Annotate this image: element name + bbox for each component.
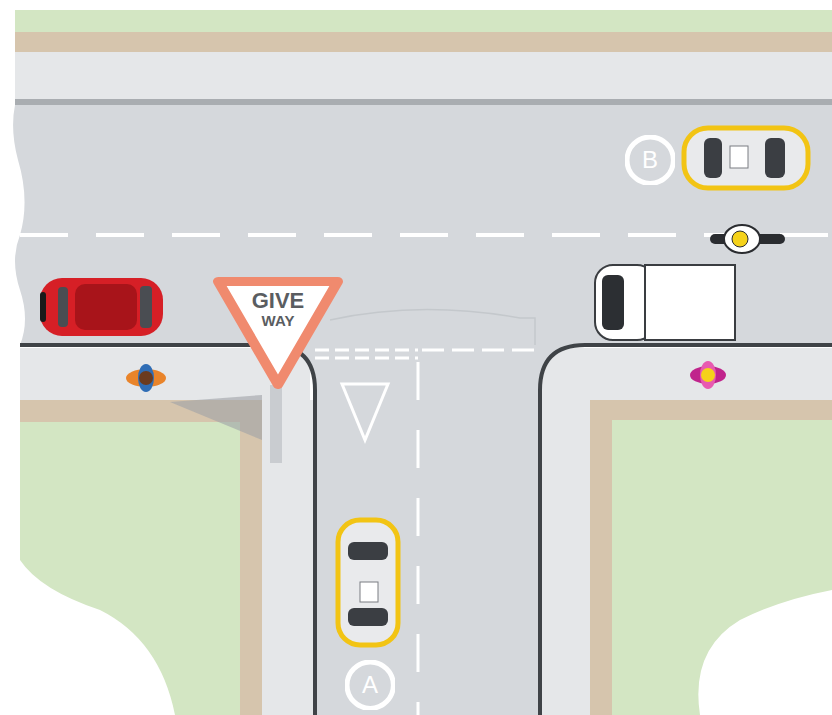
give-way-lines	[315, 350, 538, 715]
pedestrian	[126, 364, 166, 392]
grass	[20, 422, 240, 715]
verge	[240, 400, 262, 715]
kerb	[540, 345, 832, 715]
give-way-triangle-marking	[342, 384, 388, 440]
kerb	[20, 345, 315, 715]
sign-post	[270, 385, 282, 463]
pavement	[262, 400, 315, 715]
sign-text: GIVE	[213, 289, 343, 313]
pavement	[540, 380, 590, 715]
learner-car	[338, 520, 398, 645]
callout-letter: A	[345, 672, 395, 698]
node-text-group: B	[625, 135, 675, 173]
pedestrian	[690, 361, 726, 389]
ground	[20, 345, 300, 715]
verge	[590, 400, 612, 715]
give-way-sign: GIVEWAY	[213, 277, 343, 389]
verge	[590, 400, 832, 420]
main-road	[13, 105, 832, 345]
grass	[15, 10, 832, 32]
node-text-group: GIVEWAY	[213, 277, 343, 330]
turn-path	[330, 309, 535, 345]
callout-circle: B	[625, 135, 675, 185]
node-text-group: A	[345, 660, 395, 698]
callout-letter: B	[625, 147, 675, 173]
callout-circle: A	[345, 660, 395, 710]
verge	[15, 32, 832, 52]
motorcycle	[710, 225, 785, 253]
kerb	[15, 99, 832, 105]
learner-car	[684, 128, 808, 188]
red-car	[40, 278, 163, 336]
side-road	[270, 345, 585, 715]
sign-text: WAY	[213, 313, 343, 330]
white-van	[595, 265, 735, 340]
pavement	[15, 52, 832, 100]
grass	[612, 420, 832, 715]
centre-line	[20, 233, 832, 237]
sign-shadow	[170, 395, 262, 440]
